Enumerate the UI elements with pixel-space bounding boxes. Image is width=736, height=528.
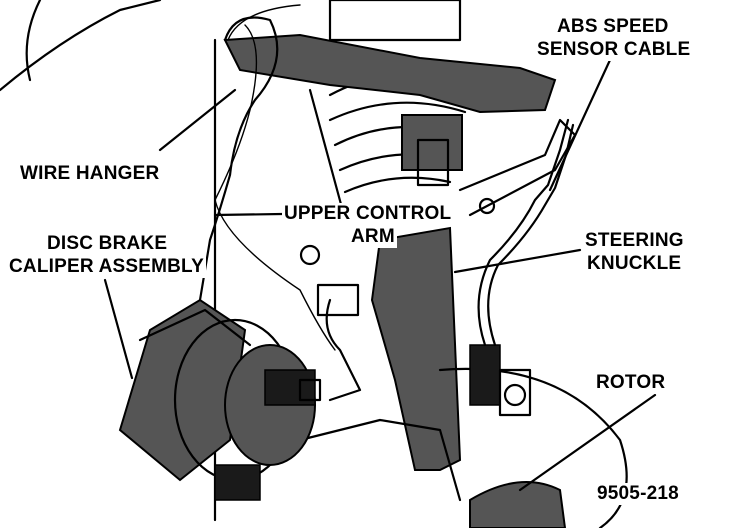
label-abs-speed: ABS SPEED xyxy=(555,16,671,38)
leader-wire xyxy=(158,88,237,152)
abs-sensor xyxy=(469,344,532,417)
caliper-assembly xyxy=(118,298,322,501)
fender-outline xyxy=(0,0,162,92)
label-knuckle: KNUCKLE xyxy=(585,253,684,275)
leader-upper-arm-1 xyxy=(308,88,344,210)
abs-cable-2 xyxy=(487,123,575,347)
label-upper-control: UPPER CONTROL xyxy=(282,203,454,225)
leader-rotor xyxy=(518,393,657,492)
frame-edge-2 xyxy=(227,4,301,41)
shock-absorber xyxy=(401,114,463,187)
leader-steering xyxy=(453,248,582,274)
label-arm: ARM xyxy=(349,226,397,248)
label-steering: STEERING xyxy=(583,230,686,252)
figure-number: 9505-218 xyxy=(595,483,681,505)
mount-bolt xyxy=(299,244,321,266)
abs-cable xyxy=(477,118,570,347)
label-disc-brake: DISC BRAKE xyxy=(45,233,170,255)
hose-fitting xyxy=(316,283,360,317)
leader-caliper xyxy=(103,278,134,380)
ball-joint-bolt xyxy=(478,197,496,215)
upper-control-arm xyxy=(223,33,557,114)
steering-knuckle xyxy=(370,226,462,471)
label-caliper-assembly: CALIPER ASSEMBLY xyxy=(7,256,206,278)
leader-abs xyxy=(548,58,612,192)
label-rotor: ROTOR xyxy=(594,372,668,394)
fender-outline-2 xyxy=(25,0,42,82)
label-wire-hanger: WIRE HANGER xyxy=(18,163,162,185)
brake-hose xyxy=(325,298,362,402)
knuckle-lower xyxy=(298,418,462,502)
wire-hanger xyxy=(198,16,279,302)
leader-upper-arm-2 xyxy=(213,212,284,217)
control-arm-bracket xyxy=(458,118,577,217)
label-sensor-cable: SENSOR CABLE xyxy=(535,39,693,61)
wire-hanger-2 xyxy=(214,24,336,351)
